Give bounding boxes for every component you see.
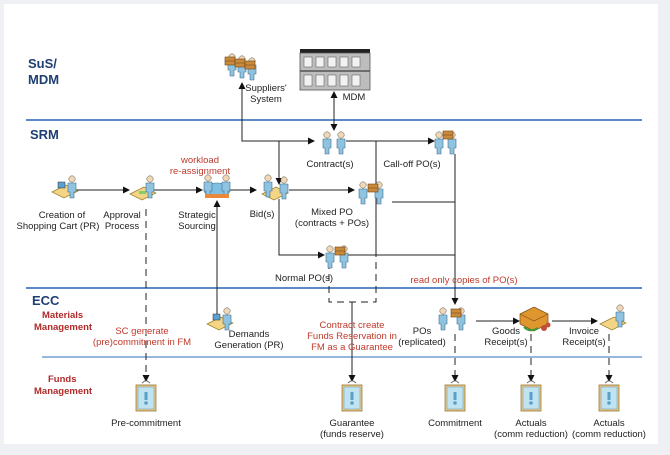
contracts-icon xyxy=(322,131,346,155)
note-workload-2: re-assignment xyxy=(170,166,231,177)
pos-replicated-icon xyxy=(438,307,466,331)
mdm-building-icon xyxy=(299,49,371,91)
bids-icon xyxy=(261,174,289,201)
label-shopping-cart: Creation of xyxy=(39,210,86,221)
label-approval-2: Process xyxy=(105,221,140,232)
label-invoice-receipt-2: Receipt(s) xyxy=(562,337,605,348)
lane-sub-funds-2: Management xyxy=(34,386,93,397)
label-invoice-receipt: Invoice xyxy=(569,326,599,337)
label-goods-receipt: Goods xyxy=(492,326,520,337)
label-demands-generation-2: Generation (PR) xyxy=(214,340,283,351)
label-guarantee: Guarantee xyxy=(330,418,375,429)
label-actuals-gr: Actuals xyxy=(515,418,546,429)
label-demands-generation: Demands xyxy=(229,329,270,340)
label-suppliers-system: Suppliers' xyxy=(245,83,287,94)
label-normal-po: Normal PO(s) xyxy=(275,273,333,284)
label-approval: Approval xyxy=(103,210,141,221)
lane-sub-materials: Materials xyxy=(42,310,83,321)
lane-sub-materials-2: Management xyxy=(34,322,93,333)
label-commitment: Commitment xyxy=(428,418,482,429)
note-contract-create: Contract create xyxy=(320,320,385,331)
note-contract-create-2: Funds Reservation in xyxy=(307,331,397,342)
label-actuals-gr-2: (comm reduction) xyxy=(494,429,568,440)
mixed-po-icon xyxy=(358,181,384,205)
shopping-cart-icon xyxy=(51,175,79,199)
label-mdm: MDM xyxy=(343,92,366,103)
approval-icon xyxy=(129,175,157,201)
label-mixed-po: Mixed PO xyxy=(311,207,353,218)
note-read-only: read only copies of PO(s) xyxy=(410,275,517,286)
pre-commitment-icon xyxy=(135,379,157,412)
label-guarantee-2: (funds reserve) xyxy=(320,429,384,440)
label-mixed-po-2: (contracts + POs) xyxy=(295,218,369,229)
edge-suppliers-contract xyxy=(241,83,315,145)
label-call-off-po: Call-off PO(s) xyxy=(383,159,440,170)
lane-title-sus-mdm: SuS/ xyxy=(28,56,57,71)
call-off-po-icon xyxy=(434,130,457,155)
label-actuals-ir-2: (comm reduction) xyxy=(572,429,646,440)
goods-receipt-icon xyxy=(519,306,551,332)
label-goods-receipt-2: Receipt(s) xyxy=(484,337,527,348)
lane-title-sus-mdm-2: MDM xyxy=(28,72,59,87)
demands-generation-icon xyxy=(206,307,234,331)
label-actuals-ir: Actuals xyxy=(593,418,624,429)
note-workload: workload xyxy=(180,155,219,166)
note-sc-generate: SC generate xyxy=(115,326,168,337)
edge-bids-normal xyxy=(278,199,325,259)
diagram-svg: SuS/ MDM SRM ECC Materials Management Fu… xyxy=(17,49,646,440)
lane-title-ecc: ECC xyxy=(32,293,60,308)
label-bids: Bid(s) xyxy=(250,209,275,220)
commitment-icon xyxy=(444,379,466,412)
suppliers-system-icon xyxy=(224,53,257,81)
guarantee-icon xyxy=(341,379,363,412)
actuals-gr-icon xyxy=(520,379,542,412)
strategic-sourcing-icon xyxy=(203,174,231,198)
label-strategic-sourcing: Strategic xyxy=(178,210,216,221)
actuals-ir-icon xyxy=(598,379,620,412)
label-contracts: Contract(s) xyxy=(307,159,354,170)
label-pre-commitment: Pre-commitment xyxy=(111,418,181,429)
note-sc-generate-2: (pre)commitment in FM xyxy=(93,337,191,348)
invoice-receipt-icon xyxy=(599,304,627,331)
label-pos-replicated-2: (replicated) xyxy=(398,337,446,348)
label-strategic-sourcing-2: Sourcing xyxy=(178,221,216,232)
lane-title-srm: SRM xyxy=(30,127,59,142)
label-suppliers-system-2: System xyxy=(250,94,282,105)
process-diagram: SuS/ MDM SRM ECC Materials Management Fu… xyxy=(4,4,658,444)
label-pos-replicated: POs xyxy=(413,326,432,337)
dashed-connectors xyxy=(142,206,613,382)
connectors xyxy=(76,82,598,325)
label-shopping-cart-2: Shopping Cart (PR) xyxy=(17,221,100,232)
normal-po-icon xyxy=(325,245,349,269)
lane-sub-funds: Funds xyxy=(48,374,77,385)
note-contract-create-3: FM as a Guarantee xyxy=(311,342,393,353)
